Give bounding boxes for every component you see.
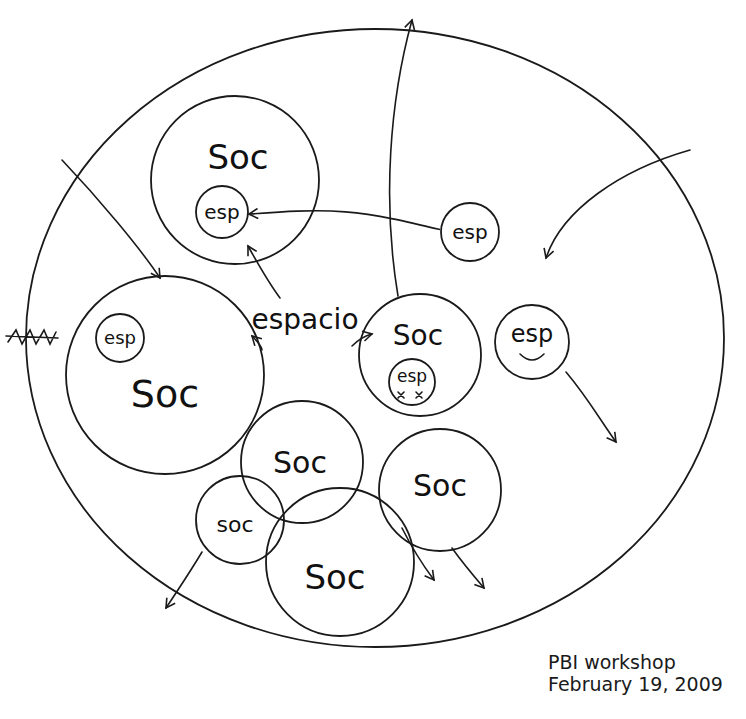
hand-drawn-circle: [359, 294, 481, 416]
hand-drawn-circle: [151, 96, 319, 264]
label-holder: Soc: [207, 139, 268, 176]
inflow-arrow: [546, 150, 690, 258]
cross-eyes: [398, 392, 422, 398]
outflow-arrow: [390, 20, 412, 296]
node-label: esp: [104, 328, 136, 348]
smile: [520, 354, 544, 360]
label-holder: espacio: [251, 305, 358, 336]
society-circle: soc: [195, 475, 285, 565]
hand-drawn-circle: [196, 476, 284, 564]
society-circle: Soc esp: [150, 95, 320, 265]
label-holder: soc: [216, 513, 253, 537]
label-holder: Soc: [304, 559, 365, 596]
label-holder: esp: [397, 367, 427, 386]
flow-arrow: [249, 211, 440, 230]
hand-drawn-circle: [241, 401, 363, 523]
outflow-arrow: [166, 552, 202, 608]
outflow-arrow: [452, 548, 484, 588]
hand-drawn-circle: [379, 429, 501, 551]
label-holder: Soc: [273, 446, 327, 479]
node-label: espacio: [251, 305, 358, 336]
society-circle: Soc esp: [65, 275, 265, 475]
hand-drawn-circle: [495, 305, 569, 379]
hand-drawn-circle: [66, 276, 264, 474]
society-circle: Soc: [265, 487, 415, 637]
hand-drawn-circle: [441, 203, 499, 261]
node-label: esp: [204, 201, 239, 223]
node-label: Soc: [304, 559, 365, 596]
label-holder: esp: [104, 328, 136, 348]
label-holder: esp: [452, 221, 487, 243]
society-circle: Soc: [240, 400, 364, 524]
label-holder: esp: [511, 321, 554, 347]
node-label: Soc: [393, 321, 443, 352]
society-circle: Soc esp: [358, 293, 482, 417]
outflow-arrow: [566, 372, 616, 442]
date-note-text: PBI workshop February 19, 2009: [548, 652, 734, 696]
outline: [358, 293, 482, 417]
node-label: Soc: [131, 374, 199, 416]
label-holder: esp: [204, 201, 239, 223]
date-note: PBI workshop February 19, 2009: [548, 652, 734, 696]
node-label: Soc: [413, 469, 467, 502]
label-holder: Soc: [413, 469, 467, 502]
label-holder: Soc: [131, 374, 199, 416]
hand-drawn-circle: [196, 186, 248, 238]
node-label: esp: [397, 367, 427, 386]
node-label: Soc: [207, 139, 268, 176]
outflow-arrow: [402, 528, 434, 580]
space-circle: esp: [494, 304, 570, 380]
space-circle: esp: [195, 185, 249, 239]
node-label: Soc: [273, 446, 327, 479]
hand-drawn-circle: [266, 488, 414, 636]
space-region: espacioSocespespSocespSocespespsocSocSoc…: [25, 28, 725, 648]
society-circle: Soc: [378, 428, 502, 552]
outline: [150, 95, 320, 265]
hand-drawn-circle: [389, 359, 435, 405]
space-circle: esp: [440, 202, 500, 262]
node-label: soc: [216, 513, 253, 537]
label-holder: Soc: [393, 321, 443, 352]
hand-drawn-circle: [26, 29, 724, 647]
crossed-out-scribble: [6, 330, 58, 344]
node-label: esp: [452, 221, 487, 243]
node-label: esp: [511, 321, 554, 347]
space-circle: esp: [95, 313, 145, 363]
hand-drawn-circle: [96, 314, 144, 362]
space-circle: esp: [388, 358, 436, 406]
